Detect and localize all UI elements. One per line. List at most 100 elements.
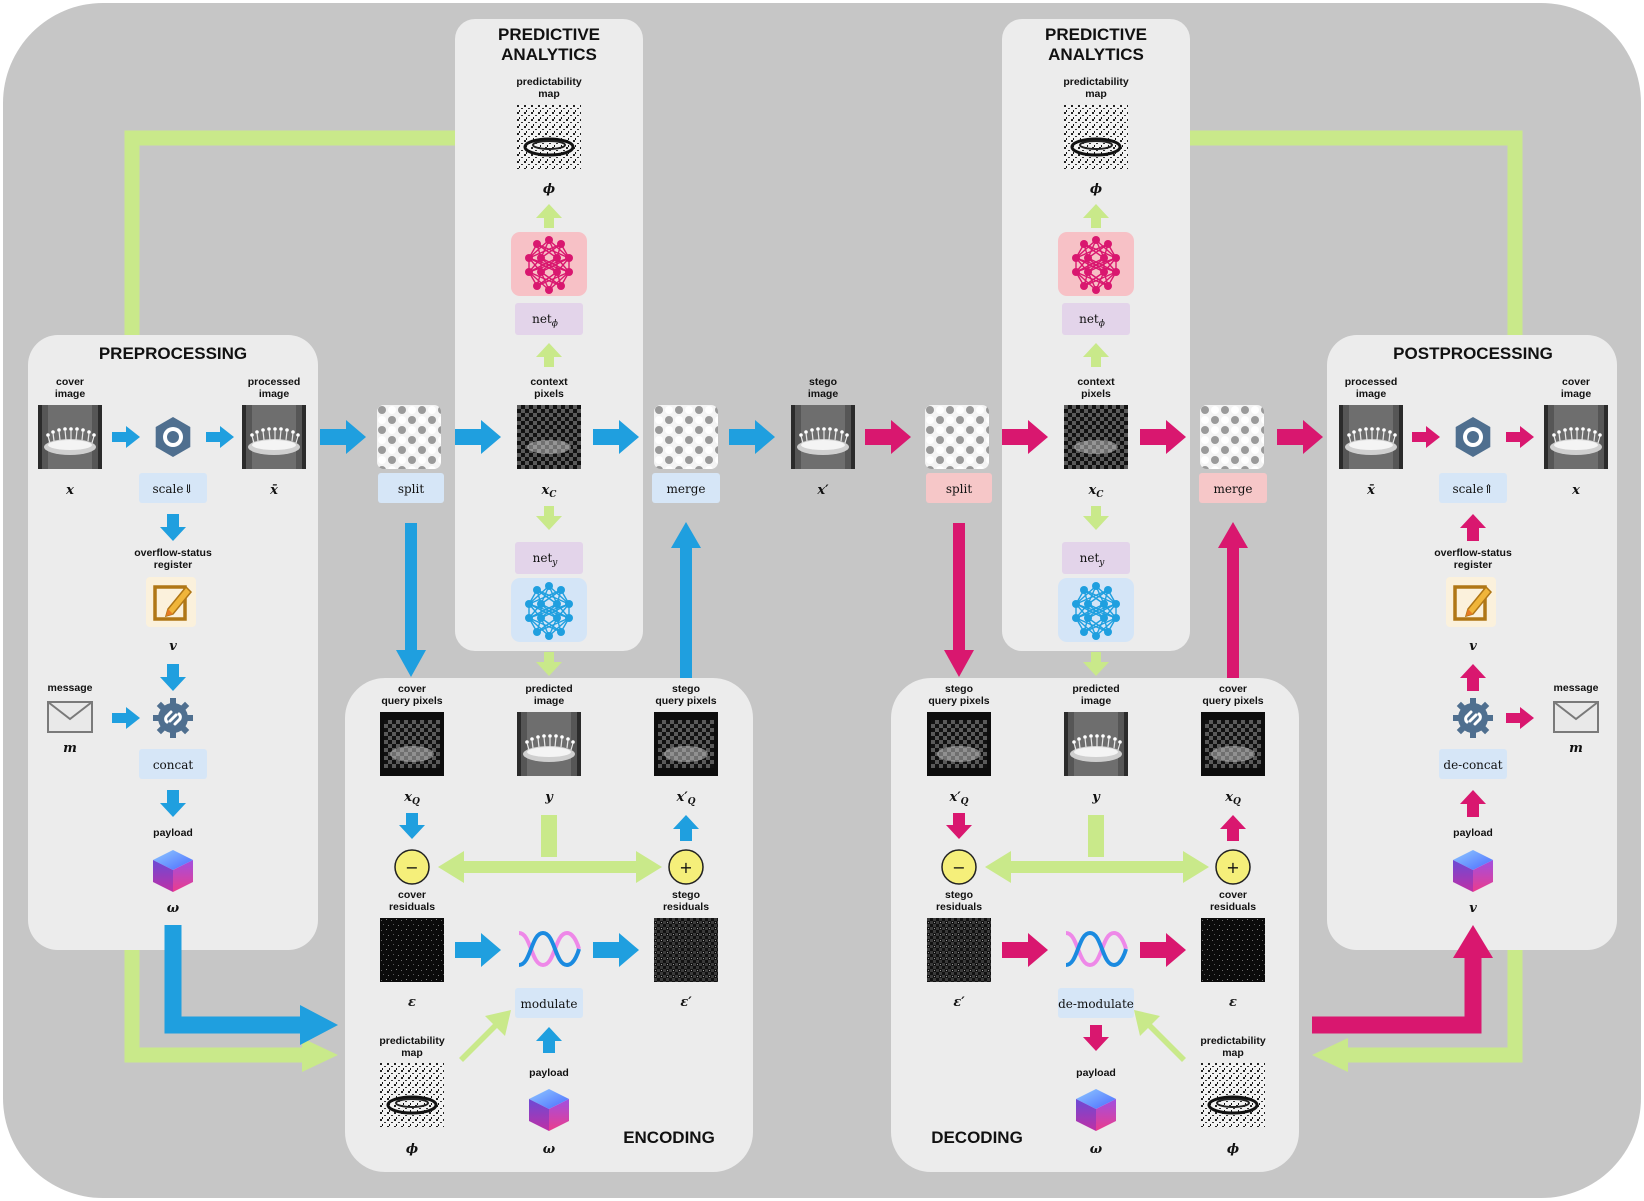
- stego-image-label-1: stego: [809, 376, 837, 388]
- dec-predicted-label-1: predicted: [1072, 683, 1119, 695]
- enc-stego-query-label-2: query pixels: [655, 695, 716, 707]
- split-left-label: split: [398, 482, 425, 496]
- decoding-title: DECODING: [931, 1128, 1023, 1147]
- enc-stego-res-label-1: stego: [672, 889, 700, 901]
- pre-overflow-label-2: register: [154, 559, 193, 571]
- enc-plus-label: +: [679, 858, 692, 877]
- enc-payload-label: payload: [529, 1067, 569, 1079]
- pa-right-section: predictability map ϕ netϕ context pixels…: [1057, 76, 1135, 676]
- enc-cover-res-label-2: residuals: [389, 901, 435, 913]
- post-cover-label-2: image: [1561, 388, 1592, 400]
- post-envelope-icon: [1553, 701, 1599, 733]
- enc-stego-query-image: [654, 712, 718, 776]
- pa-left-title-line1: PREDICTIVE: [498, 25, 600, 44]
- merge-right-label: merge: [1214, 482, 1253, 496]
- pa-left-phi-symbol: ϕ: [543, 182, 555, 197]
- pa-left-green-up-1: [536, 204, 562, 228]
- split-down-head: [396, 650, 426, 677]
- dec-y-symbol: y: [1091, 790, 1101, 805]
- pa-right-context-label-2: pixels: [1081, 388, 1111, 400]
- modulate-label: modulate: [521, 997, 578, 1011]
- pa-left-section: predictability map ϕ netϕ context pixels…: [510, 76, 588, 676]
- dec-map-label-1: predictability: [1200, 1035, 1266, 1047]
- demodulate-box: [1058, 988, 1134, 1018]
- link-gear-icon: [151, 696, 195, 740]
- enc-predicted-label-1: predicted: [525, 683, 572, 695]
- stego-image: [790, 404, 856, 470]
- dec-cover-res-label-1: cover: [1219, 889, 1247, 901]
- post-x-symbol: x: [1571, 483, 1580, 498]
- dec-cover-query-image: [1201, 712, 1265, 776]
- net-phi-label: netϕ: [532, 312, 558, 329]
- dec-eps-symbol: ε: [1229, 995, 1237, 1010]
- dec-plus-operator: [1215, 849, 1251, 885]
- net-phi-right-label: netϕ: [1079, 312, 1105, 329]
- dec-cover-query-label-2: query pixels: [1202, 695, 1263, 707]
- post-overflow-label-2: register: [1454, 559, 1493, 571]
- stego-image-label-2: image: [808, 388, 839, 400]
- split-left-image: [377, 405, 441, 469]
- dec-xq-symbol: xQ: [1224, 790, 1241, 807]
- pre-section: cover image x processed image x̄ scale⇓ …: [37, 376, 307, 916]
- enc-xq-symbol: xQ: [403, 790, 420, 807]
- enc-predicted-label-2: image: [534, 695, 565, 707]
- enc-plus-operator: [668, 849, 704, 885]
- post-v-symbol: v: [1469, 639, 1477, 654]
- pa-right-context-label-1: context: [1077, 376, 1115, 388]
- post-message-label: message: [1554, 682, 1599, 694]
- net-y-right-label: nety: [1080, 551, 1106, 568]
- payload-to-encoding-path: [164, 925, 302, 1034]
- enc-green-stem: [541, 815, 557, 857]
- merge-right-box: [1199, 473, 1267, 503]
- enc-minus-label: −: [405, 858, 418, 877]
- deconcat-label: de-concat: [1443, 758, 1502, 772]
- pre-processed-image: [241, 404, 307, 470]
- dec-xqp-symbol: x′Q: [948, 790, 968, 807]
- pre-m-symbol: m: [63, 741, 77, 756]
- pa-left-green-down-1: [536, 506, 562, 530]
- pa-left-map-label-2: map: [538, 88, 560, 100]
- post-v2-symbol: v: [1469, 901, 1477, 916]
- post-processed-label-1: processed: [1345, 376, 1398, 388]
- decoding-panel: [891, 678, 1299, 1172]
- enc-green-right-head: [636, 851, 662, 883]
- enc-y-symbol: y: [544, 790, 554, 805]
- enc-map-label-2: map: [401, 1047, 423, 1059]
- scale-up-box: [1439, 473, 1507, 503]
- pa-right-map-label-1: predictability: [1063, 76, 1129, 88]
- post-m-symbol: m: [1569, 741, 1583, 756]
- dec-stego-query-label-2: query pixels: [928, 695, 989, 707]
- enc-arrow-plus-up: [673, 815, 699, 841]
- post-section: processed image x̄ cover image x scale⇑ …: [1338, 376, 1609, 916]
- pa-right-map-image: [1062, 103, 1130, 171]
- dec-green-stem: [1088, 815, 1104, 857]
- postprocessing-title: POSTPROCESSING: [1393, 344, 1553, 363]
- dec-omega-symbol: ω: [1090, 1142, 1103, 1157]
- merge-right-up-head: [1218, 522, 1248, 548]
- pa-left-xc-symbol: xC: [541, 483, 558, 500]
- post-cover-label-1: cover: [1562, 376, 1590, 388]
- enc-phi-symbol: ϕ: [406, 1142, 418, 1157]
- pre-arrow-down-1: [160, 514, 186, 541]
- dec-stego-res-label-1: stego: [945, 889, 973, 901]
- decoding-to-post-path: [1312, 955, 1482, 1034]
- dec-phi-symbol: ϕ: [1227, 1142, 1239, 1157]
- dec-arrow-xqp-down: [946, 813, 972, 839]
- neural-net-phi-icon: [510, 231, 588, 297]
- dec-cover-res-label-2: residuals: [1210, 901, 1256, 913]
- pre-cover-label-1: cover: [56, 376, 84, 388]
- enc-stego-residual-image: [654, 918, 718, 982]
- dec-green-left-head: [985, 851, 1011, 883]
- pa-right-green-up-2: [1083, 343, 1109, 367]
- enc-green-diag-arrow: [459, 1010, 511, 1062]
- post-processed-label-2: image: [1356, 388, 1387, 400]
- preprocessing-title: PREPROCESSING: [99, 344, 247, 363]
- enc-map-label-1: predictability: [379, 1035, 445, 1047]
- dec-cover-query-label-1: cover: [1219, 683, 1247, 695]
- split-right-image: [925, 405, 989, 469]
- pre-x-symbol: x: [65, 483, 74, 498]
- post-xbar-symbol: x̄: [1366, 483, 1375, 498]
- pa-right-map-label-2: map: [1085, 88, 1107, 100]
- pa-left-green-up-2: [536, 343, 562, 367]
- enc-eps-symbol: ε: [408, 995, 416, 1010]
